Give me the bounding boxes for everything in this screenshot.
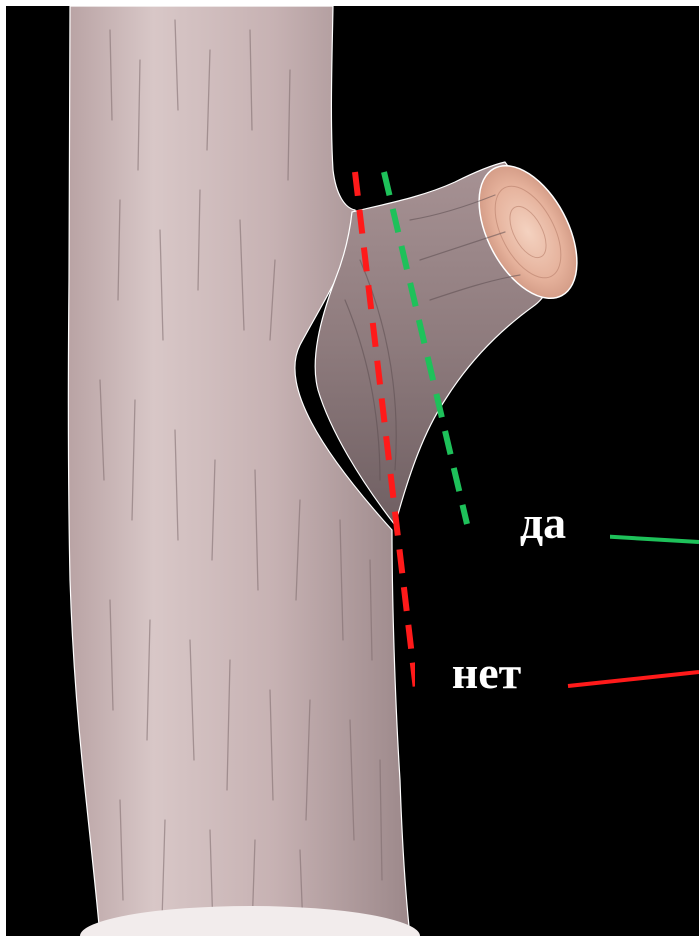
left-edge [0,0,6,936]
label-no: нет [415,625,558,720]
top-edge [0,0,699,6]
label-yes: да [476,476,610,570]
